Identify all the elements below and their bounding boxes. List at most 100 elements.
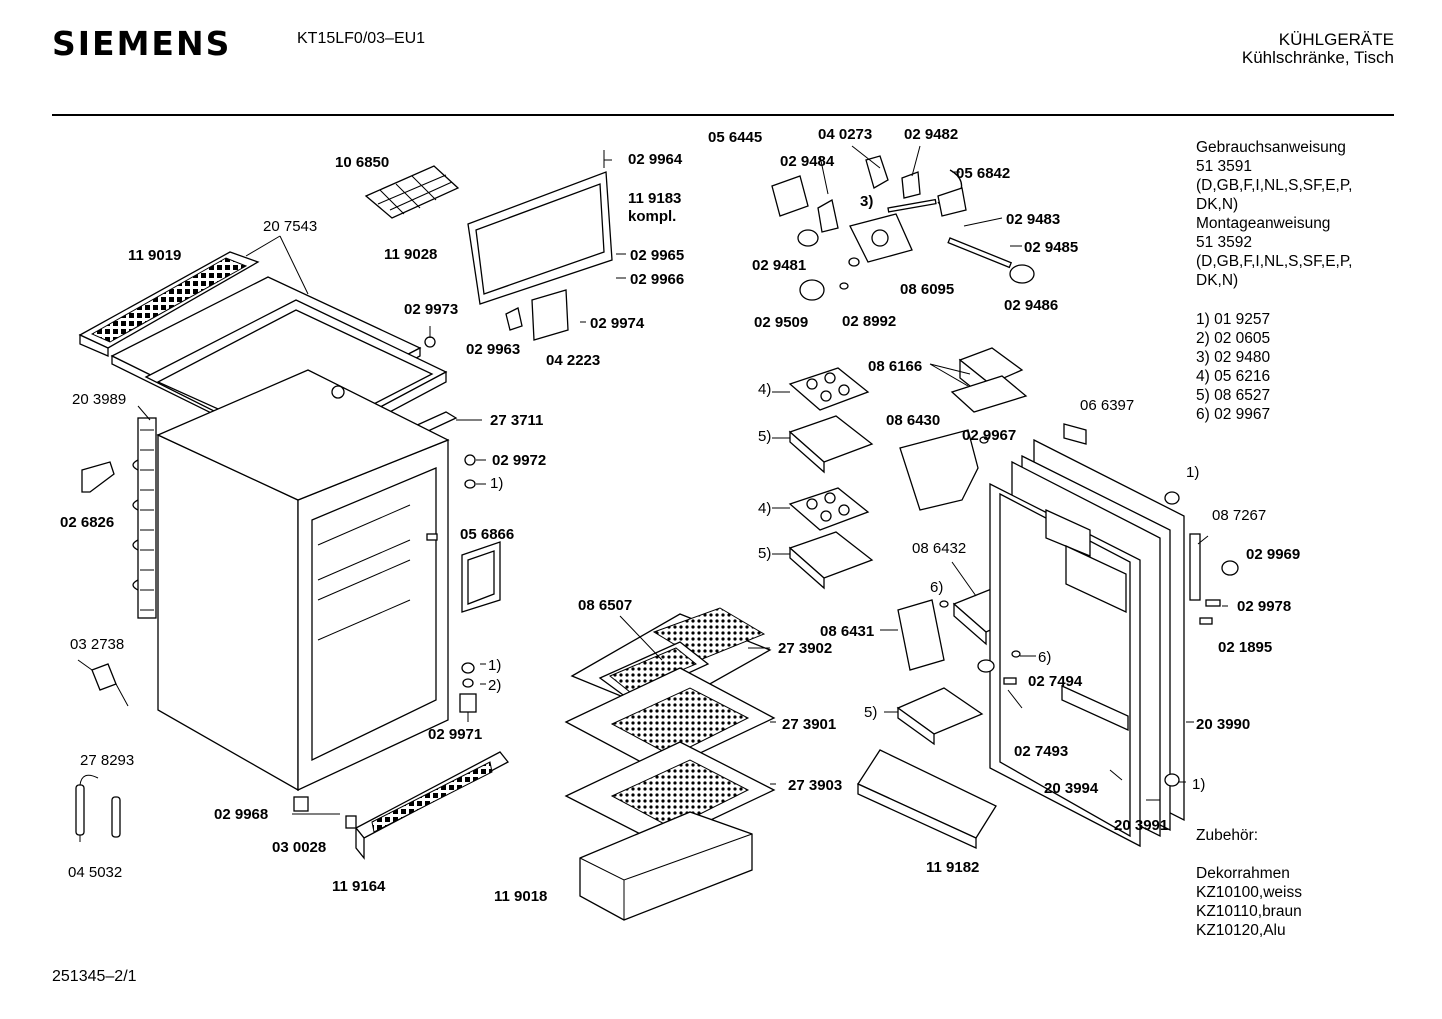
footnote-ref: 5) 08 6527 [1196, 387, 1271, 404]
manual-line: Montageanweisung [1196, 215, 1331, 232]
label-042223: 04 2223 [546, 352, 600, 369]
label-029973: 02 9973 [404, 301, 458, 318]
accessory-line: Dekorrahmen [1196, 865, 1290, 882]
label-ref-6a: 6) [930, 579, 943, 596]
label-021895: 02 1895 [1218, 639, 1272, 656]
label-056866: 05 6866 [460, 526, 514, 543]
label-029486: 02 9486 [1004, 297, 1058, 314]
label-087267: 08 7267 [1212, 507, 1266, 524]
document-reference: 251345–2/1 [52, 968, 137, 985]
label-119164: 11 9164 [332, 878, 386, 895]
bin-086431 [897, 599, 945, 671]
footnote-ref: 1) 01 9257 [1196, 311, 1271, 328]
label-119183: 11 9183 [628, 190, 681, 207]
label-026826: 02 6826 [60, 514, 114, 531]
category-subtitle: Kühlschränke, Tisch [1241, 48, 1394, 67]
category-title: KÜHLGERÄTE [1278, 30, 1394, 49]
label-028992: 02 8992 [842, 313, 896, 330]
shelf-273902 [570, 607, 772, 713]
label-029969: 02 9969 [1246, 546, 1300, 563]
label-032738: 03 2738 [70, 636, 124, 653]
label-106850: 10 6850 [335, 154, 389, 171]
label-119019: 11 9019 [128, 247, 181, 264]
label-086166: 08 6166 [868, 358, 922, 375]
shelf-273901 [564, 667, 776, 773]
bin-small-top [788, 415, 874, 474]
footnote-ref: 6) 02 9967 [1196, 406, 1271, 423]
flap-086430 [899, 429, 979, 511]
label-086507: 08 6507 [578, 597, 632, 614]
label-203989: 20 3989 [72, 391, 126, 408]
label-056842: 05 6842 [956, 165, 1010, 182]
shelf-273903 [564, 741, 776, 845]
part-labels: 10 6850 20 7543 11 9019 11 9028 02 9964 … [60, 126, 1300, 905]
bin-5c [896, 687, 984, 746]
label-029974: 02 9974 [590, 315, 645, 332]
label-273902: 27 3902 [778, 640, 832, 657]
label-029484: 02 9484 [780, 153, 835, 170]
label-027493: 02 7493 [1014, 743, 1068, 760]
label-273903: 27 3903 [788, 777, 842, 794]
label-ref-5b: 5) [758, 545, 771, 562]
label-029963: 02 9963 [466, 341, 520, 358]
label-203994: 20 3994 [1044, 780, 1099, 797]
footnote-refs: 1) 01 9257 2) 02 0605 3) 02 9480 4) 05 6… [1196, 310, 1270, 424]
leader-lines [137, 145, 1228, 815]
label-086095: 08 6095 [900, 281, 954, 298]
label-045032: 04 5032 [68, 864, 122, 881]
manuals-list: Gebrauchsanweisung 51 3591 (D,GB,F,I,NL,… [1196, 138, 1352, 290]
accessory-line: KZ10100,weiss [1196, 884, 1302, 901]
manual-line: DK,N) [1196, 196, 1239, 213]
top-grille-119019 [78, 251, 260, 357]
label-029485: 02 9485 [1024, 239, 1078, 256]
label-ref-4a: 4) [758, 381, 771, 398]
accessory-line: KZ10110,braun [1196, 903, 1302, 920]
label-273901: 27 3901 [782, 716, 836, 733]
label-273711: 27 3711 [490, 412, 543, 429]
egg-tray-bottom [788, 487, 870, 531]
label-207543: 20 7543 [263, 218, 317, 235]
thermostat-assembly [771, 155, 1035, 301]
accessories-list: Dekorrahmen KZ10100,weiss KZ10110,braun … [1196, 864, 1302, 940]
accessories-title: Zubehör: [1196, 827, 1259, 844]
footnote-ref: 3) 02 9480 [1196, 349, 1271, 366]
evaporator-door-119028 [467, 171, 613, 341]
label-086432: 08 6432 [912, 540, 966, 557]
label-ref-4b: 4) [758, 500, 771, 517]
accessory-line: KZ10120,Alu [1196, 922, 1286, 939]
label-029509: 02 9509 [754, 314, 808, 331]
label-ref-3a: 3) [860, 193, 873, 210]
cabinet-body [156, 369, 450, 792]
label-040273: 04 0273 [818, 126, 872, 143]
label-066397: 06 6397 [1080, 397, 1134, 414]
model-number: KT15LF0/03–EU1 [297, 30, 426, 47]
label-029964: 02 9964 [628, 151, 683, 168]
label-029482: 02 9482 [904, 126, 958, 143]
plinth-119164 [355, 751, 509, 860]
gasket-056866 [461, 541, 501, 613]
label-203991: 20 3991 [1114, 817, 1168, 834]
label-029967: 02 9967 [962, 427, 1016, 444]
label-029965: 02 9965 [630, 247, 684, 264]
label-086431: 08 6431 [820, 623, 874, 640]
label-ref-2a: 2) [488, 677, 501, 694]
label-ref-1a: 1) [490, 475, 503, 492]
manual-line: DK,N) [1196, 272, 1239, 289]
thermostat-housing-026826 [81, 461, 115, 493]
label-029966: 02 9966 [630, 271, 684, 288]
label-029971: 02 9971 [428, 726, 482, 743]
label-119018: 11 9018 [494, 888, 547, 905]
butter-box-086166 [950, 347, 1028, 413]
crisper-119018 [579, 811, 753, 921]
sensor-probes-278293-045032 [75, 774, 121, 842]
label-ref-5c: 5) [864, 704, 877, 721]
manual-line: (D,GB,F,I,NL,S,SF,E,P, [1196, 177, 1353, 194]
label-030028: 03 0028 [272, 839, 326, 856]
header-divider [52, 114, 1394, 116]
label-029972: 02 9972 [492, 452, 546, 469]
brand-logo: SIEMENS [52, 24, 232, 63]
label-ref-1b: 1) [488, 657, 501, 674]
label-ref-1c: 1) [1186, 464, 1199, 481]
label-kompl: kompl. [628, 208, 676, 225]
